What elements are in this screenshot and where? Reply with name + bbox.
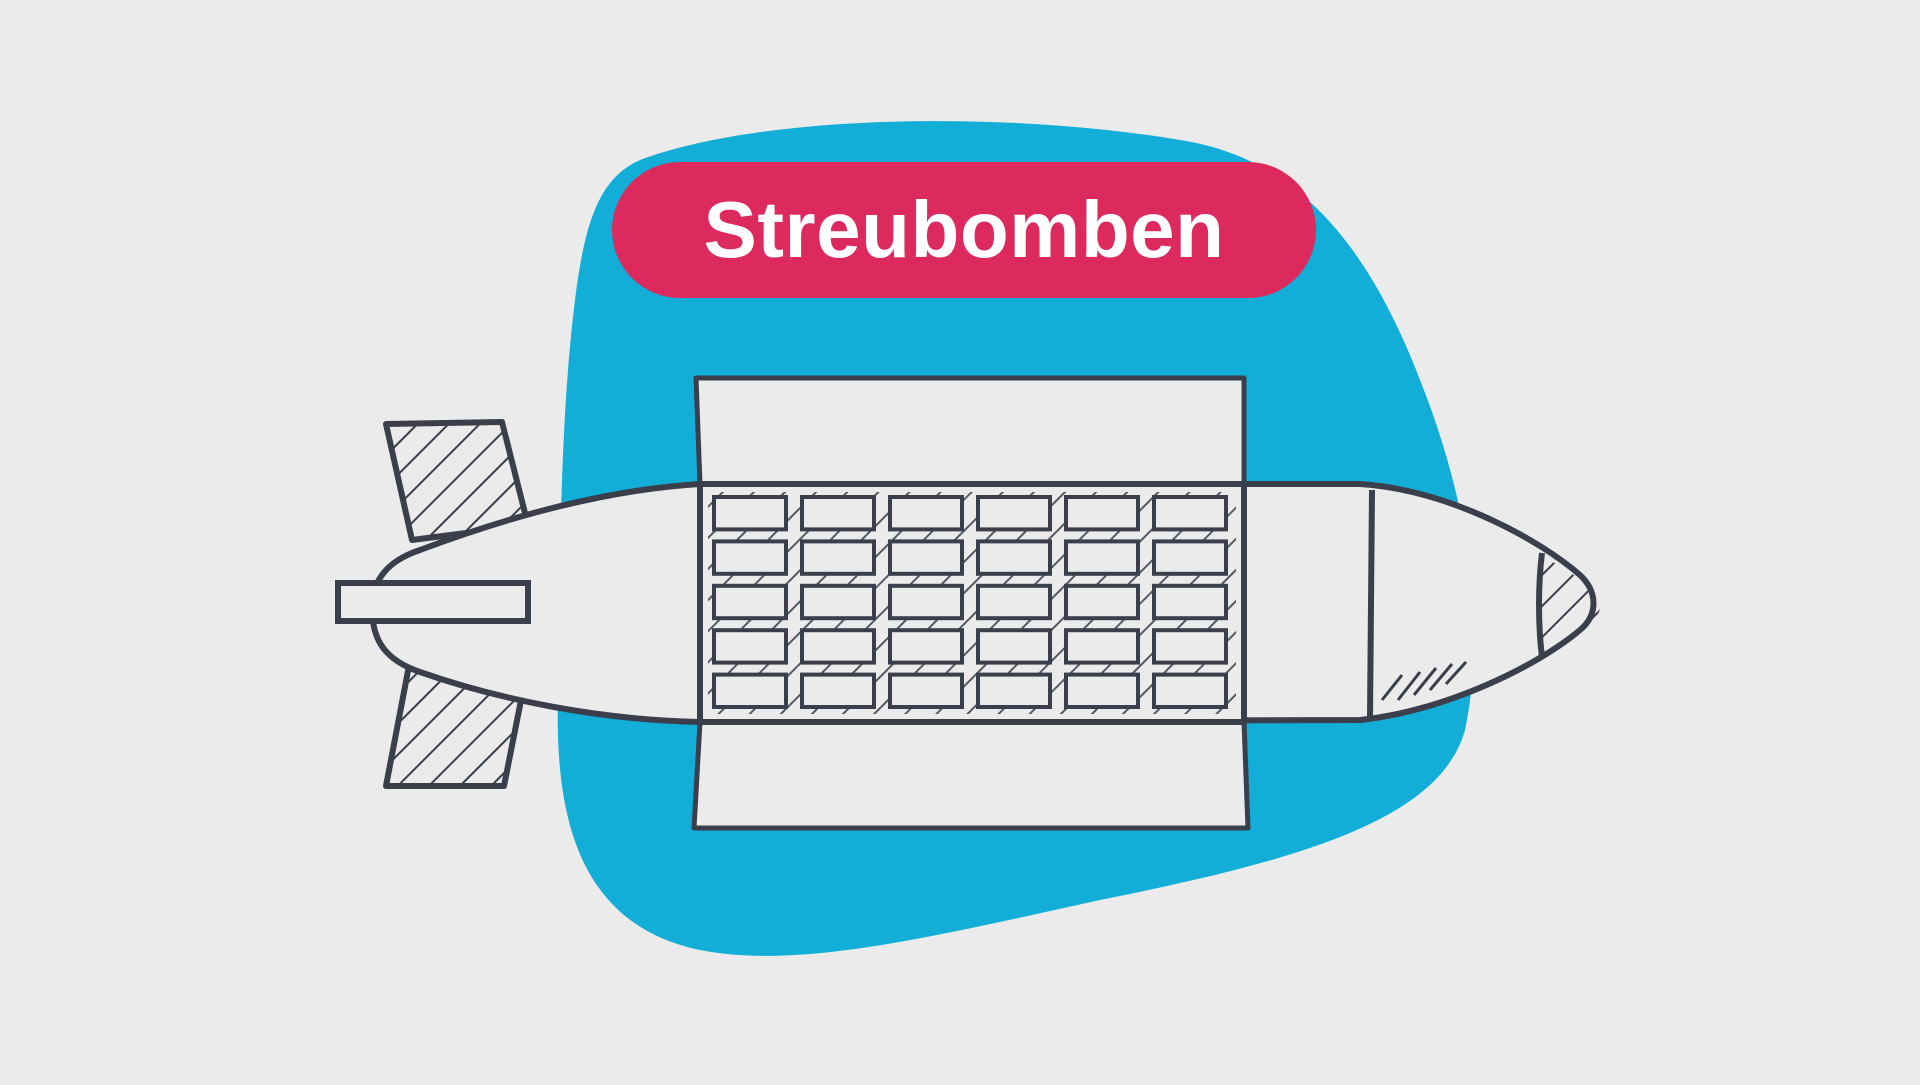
nose-shading: [1380, 660, 1468, 701]
submunition-bomblet: [712, 628, 788, 665]
submunition-bomblet: [888, 539, 964, 576]
submunition-bomblet: [712, 539, 788, 576]
title-pill: Streubomben: [612, 162, 1316, 298]
submunition-bomblet: [888, 628, 964, 665]
submunition-bomblet: [888, 495, 964, 532]
casing-flap-top: [693, 375, 1247, 487]
submunition-bomblet: [1152, 495, 1228, 532]
submunition-bomblet: [1064, 672, 1140, 709]
submunition-bomblet: [976, 628, 1052, 665]
nose-tip-line: [1536, 552, 1545, 658]
submunition-bomblet: [712, 583, 788, 621]
submunition-bomblet: [800, 583, 876, 621]
submunition-grid-hatch: [708, 492, 1236, 714]
submunition-bomblet: [800, 539, 876, 576]
submunition-bomblet: [712, 495, 788, 532]
submunition-grid: [708, 492, 1236, 714]
casing-flap-bottom: [691, 719, 1251, 831]
submunition-bomblet: [976, 539, 1052, 576]
nose-divider: [1367, 489, 1375, 719]
submunition-bomblet: [1152, 583, 1228, 621]
submunition-bomblet: [1064, 583, 1140, 621]
submunition-bomblet: [1152, 672, 1228, 709]
submunition-bomblet: [1152, 628, 1228, 665]
submunition-bomblet: [1064, 495, 1140, 532]
submunition-bomblet: [976, 583, 1052, 621]
submunition-bomblet: [1152, 539, 1228, 576]
submunition-bomblet: [800, 672, 876, 709]
submunition-bomblet: [976, 495, 1052, 532]
submunition-bomblet: [888, 672, 964, 709]
page-title: Streubomben: [703, 185, 1225, 274]
submunition-bomblet: [1064, 628, 1140, 665]
submunition-bomblet: [800, 495, 876, 532]
tail-rod: [335, 580, 531, 624]
submunition-bomblet: [800, 628, 876, 665]
submunition-bomblet: [1064, 539, 1140, 576]
submunition-bomblet: [976, 672, 1052, 709]
submunition-bomblet: [712, 672, 788, 709]
submunition-bomblet: [888, 583, 964, 621]
